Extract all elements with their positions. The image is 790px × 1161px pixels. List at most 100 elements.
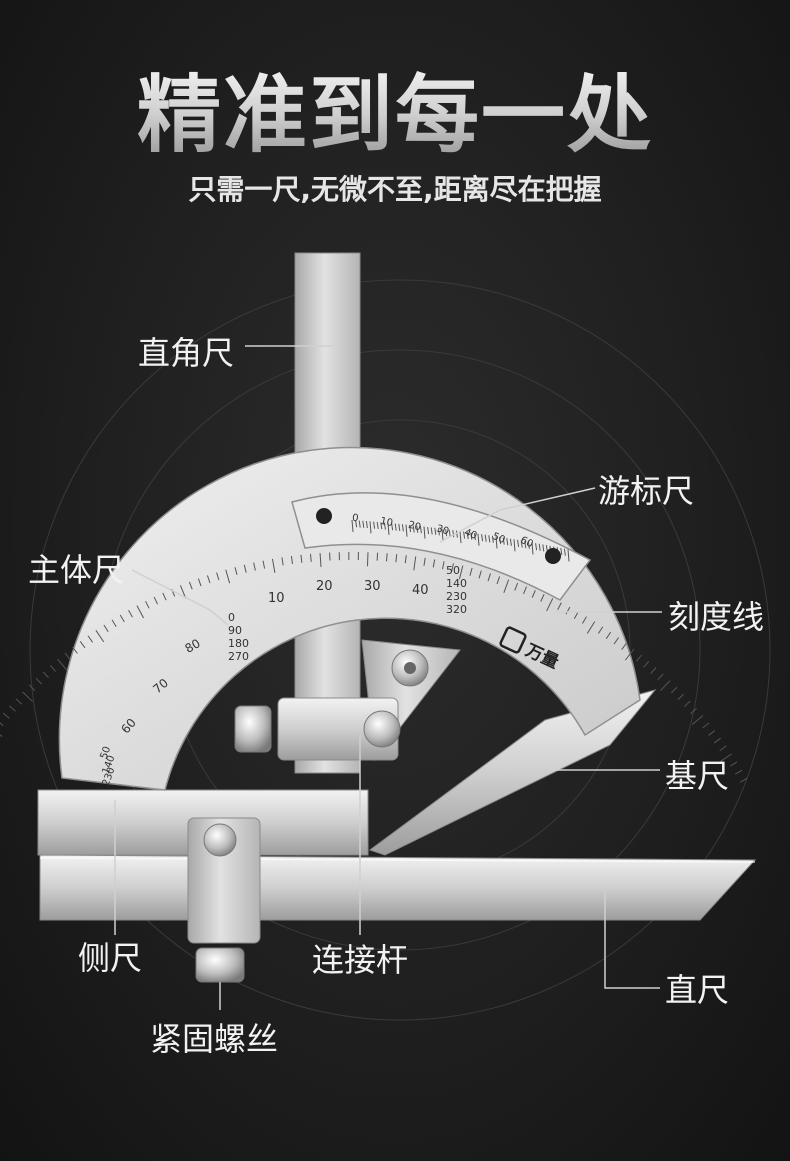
scale-tick <box>290 555 293 565</box>
scale-tick <box>281 557 284 566</box>
vernier-tick <box>401 524 404 532</box>
vernier-tick <box>358 520 361 528</box>
scale-tick <box>162 592 167 601</box>
vernier-tick <box>473 533 476 541</box>
vernier-tick <box>542 544 545 552</box>
scale-tick <box>624 648 635 661</box>
scale-tick <box>683 700 691 707</box>
scale-tick <box>531 590 536 598</box>
clamp-block <box>187 817 261 944</box>
scale-tick <box>613 637 620 645</box>
scale-tick <box>386 553 388 562</box>
scale-tick <box>15 698 23 705</box>
connecting-rod-knob <box>234 705 272 753</box>
vernier-tick <box>538 543 541 551</box>
vernier-tick <box>387 522 390 535</box>
scale-tick <box>103 624 109 633</box>
scale-tick <box>111 619 117 627</box>
scale-tick <box>28 684 36 692</box>
vernier-tick <box>563 548 566 556</box>
scale-tick <box>395 554 398 563</box>
scale-tick <box>636 654 642 662</box>
scale-tick <box>670 686 678 694</box>
scale-tick <box>262 560 266 569</box>
vernier-tick <box>355 520 358 528</box>
main-scale-ticks <box>0 552 748 783</box>
vernier-tick <box>491 535 494 543</box>
main-scale-number: 30 <box>364 579 381 594</box>
scale-tick <box>478 570 482 579</box>
scale-tick <box>690 707 697 714</box>
vernier-tick <box>362 520 365 528</box>
label-base-ruler: 基尺 <box>665 757 730 795</box>
scale-tick <box>225 569 231 584</box>
straight-ruler <box>39 854 757 921</box>
scale-tick <box>206 575 211 584</box>
vernier-tick <box>394 523 397 531</box>
vernier-tick <box>560 547 563 556</box>
scale-tick <box>9 705 16 712</box>
vernier-tick <box>524 541 527 549</box>
vernier-tick <box>484 534 487 542</box>
vernier-plate <box>291 492 592 601</box>
vernier-tick <box>441 528 444 541</box>
vernier-tick <box>437 528 440 536</box>
label-square-ruler: 直角尺 <box>138 334 235 372</box>
scale-tick <box>657 673 664 681</box>
angle-stack-number: 90 <box>228 624 242 637</box>
angle-stack-number: 270 <box>228 650 249 663</box>
scale-tick <box>739 777 748 783</box>
vernier-tick <box>466 532 469 540</box>
vernier-tick <box>365 520 368 529</box>
scale-tick <box>729 761 738 767</box>
scale-tick <box>136 605 144 619</box>
scale-tick <box>64 652 71 660</box>
vernier-tick <box>488 535 491 543</box>
scale-tick <box>514 582 519 591</box>
main-scale-number: 20 <box>316 579 333 594</box>
vernier-number: 0 <box>351 512 360 525</box>
vernier-tick <box>452 530 455 538</box>
vernier-tick <box>477 533 480 546</box>
vernier-tick <box>405 524 408 537</box>
vernier-tick <box>380 522 383 530</box>
vernier-tick <box>459 531 462 544</box>
scale-tick <box>188 581 193 590</box>
scale-tick <box>95 630 105 643</box>
label-connecting-rod: 连接杆 <box>312 941 409 979</box>
scale-tick <box>660 680 671 691</box>
vernier-tick <box>527 541 530 549</box>
scale-tick <box>458 565 464 580</box>
scale-tick <box>319 553 322 568</box>
vernier-number: 10 <box>379 515 394 530</box>
vernier-tick <box>455 530 458 538</box>
scale-tick <box>487 573 491 582</box>
vernier-tick <box>506 538 509 546</box>
scale-tick <box>145 600 150 609</box>
vernier-tick <box>499 536 502 545</box>
scale-tick <box>677 693 685 701</box>
scale-tick <box>119 614 125 623</box>
vernier-tick <box>412 525 415 533</box>
vernier-tick <box>481 534 484 542</box>
scale-tick <box>540 594 545 602</box>
scale-tick <box>719 753 732 763</box>
scale-tick <box>597 626 604 634</box>
vernier-tick <box>531 542 534 555</box>
scale-tick <box>234 567 238 576</box>
vernier-tick <box>369 521 372 534</box>
scale-tick <box>441 561 445 570</box>
label-locking-screw: 紧固螺丝 <box>150 1020 279 1058</box>
scale-tick <box>650 667 657 674</box>
label-vernier: 游标尺 <box>598 472 695 510</box>
angle-stack-number: 180 <box>228 637 249 650</box>
vernier-tick <box>423 526 426 539</box>
vernier-tick <box>513 539 516 552</box>
scale-tick <box>197 578 202 587</box>
vernier-tick <box>470 532 473 540</box>
scale-tick <box>253 562 256 571</box>
scale-tick <box>57 658 67 671</box>
scale-tick <box>557 602 562 610</box>
